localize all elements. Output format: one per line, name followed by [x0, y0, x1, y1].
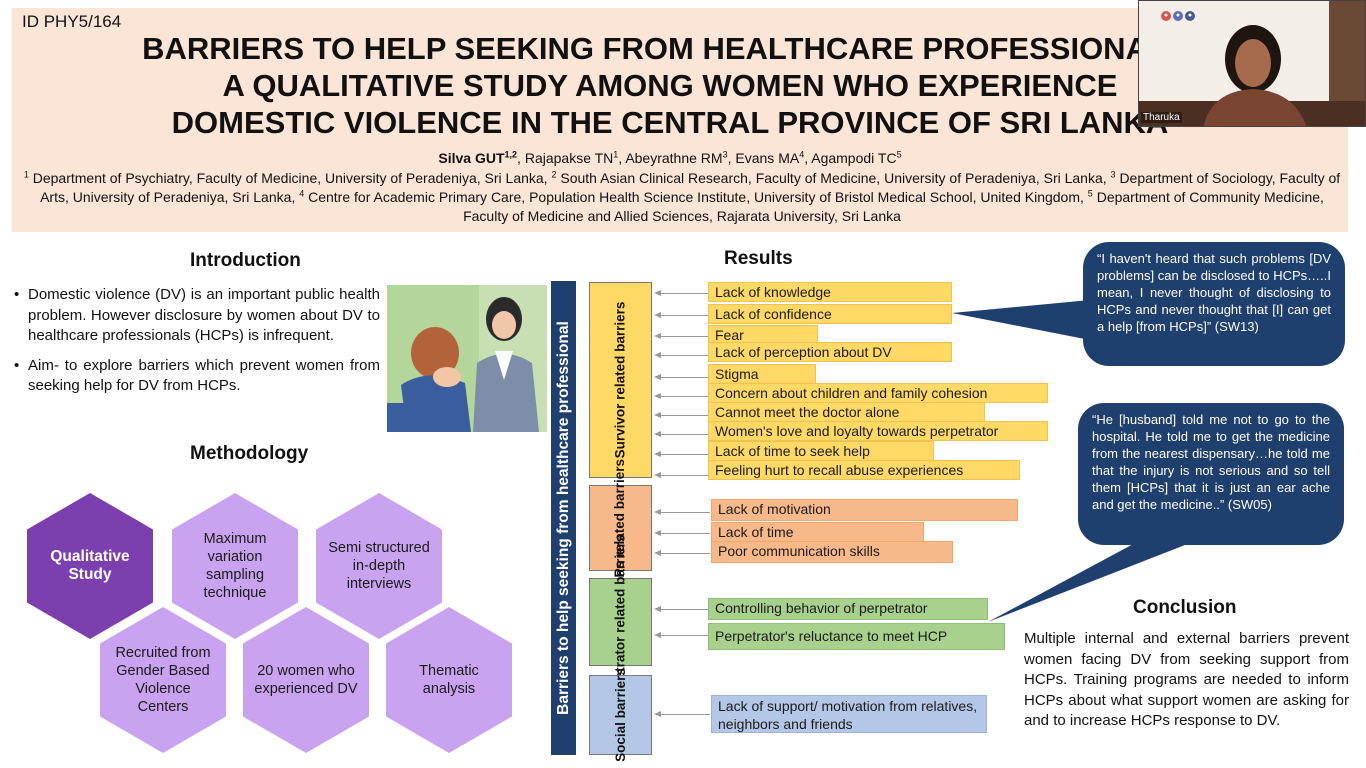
conclusion-heading: Conclusion: [1133, 597, 1237, 618]
barrier-item: Lack of motivation: [711, 499, 1018, 521]
barrier-item: Feeling hurt to recall abuse experiences: [708, 460, 1020, 480]
intro-bullet: Domestic violence (DV) is an important p…: [14, 285, 380, 347]
arrow: [654, 333, 708, 339]
consoling-women-illustration: [387, 285, 547, 432]
affiliations: 1 Department of Psychiatry, Faculty of M…: [23, 169, 1341, 224]
results-heading: Results: [724, 248, 793, 269]
barrier-item: Lack of confidence: [708, 304, 952, 324]
arrow: [654, 632, 708, 638]
barrier-item: Controlling behavior of perpetrator: [708, 598, 988, 620]
title-line-2: A QUALITATIVE STUDY AMONG WOMEN WHO EXPE…: [222, 68, 1118, 103]
poster-id: ID PHY5/164: [22, 12, 122, 31]
arrow: [654, 374, 708, 380]
video-status-icons: ● ● ●: [1161, 11, 1195, 21]
barrier-item: Perpetrator's reluctance to meet HCP: [708, 623, 1005, 650]
methodology-heading: Methodology: [190, 443, 309, 464]
arrow: [654, 550, 710, 556]
arrow: [654, 530, 710, 536]
introduction-list: Domestic violence (DV) is an important p…: [14, 285, 380, 406]
barrier-item: Lack of time to seek help: [708, 441, 934, 461]
arrow: [654, 711, 710, 717]
quote-bubble-sw13: “I haven't heard that such problems [DV …: [1083, 242, 1345, 366]
barrier-item: Lack of time: [711, 522, 924, 542]
category-survivor: Survivor related barriers: [589, 282, 652, 478]
participant-video-tile[interactable]: ● ● ● Tharuka: [1138, 0, 1366, 127]
intro-bullet: Aim- to explore barriers which prevent w…: [14, 356, 380, 397]
category-perpetrator: Perpetrator related barriers: [589, 535, 652, 709]
arrow: [654, 290, 708, 296]
arrow: [654, 352, 708, 358]
category-social: Social barriers: [589, 668, 652, 762]
author: Agampodi TC: [811, 150, 897, 166]
barrier-item: Poor communication skills: [711, 541, 953, 563]
lead-author: Silva GUT: [438, 150, 505, 166]
participant-name: Tharuka: [1141, 112, 1182, 123]
arrow: [654, 451, 708, 457]
arrow: [654, 412, 708, 418]
barrier-item: Lack of knowledge: [708, 282, 952, 302]
author: Rajapakse TN: [524, 150, 614, 166]
conclusion-text: Multiple internal and external barriers …: [1024, 630, 1349, 729]
title-line-3: DOMESTIC VIOLENCE IN THE CENTRAL PROVINC…: [171, 105, 1169, 140]
poster-header: [12, 8, 1348, 232]
barrier-item: Concern about children and family cohesi…: [708, 383, 1048, 403]
barrier-item: Women's love and loyalty towards perpetr…: [708, 421, 1048, 441]
mic-off-icon: ●: [1161, 11, 1171, 21]
barrier-item: Stigma: [708, 364, 816, 384]
arrow: [654, 472, 708, 478]
arrow: [654, 509, 710, 515]
category-hcp: HCPs related barriers: [589, 459, 652, 597]
quote-bubble-sw05: “He [husband] told me not to go to the h…: [1078, 403, 1344, 545]
barriers-main-label: Barriers to help seeking from healthcare…: [551, 281, 576, 755]
arrow: [654, 312, 708, 318]
arrow: [654, 606, 708, 612]
arrow: [654, 393, 708, 399]
poster-title: BARRIERS TO HELP SEEKING FROM HEALTHCARE…: [40, 30, 1300, 141]
title-line-1: BARRIERS TO HELP SEEKING FROM HEALTHCARE…: [142, 31, 1198, 66]
barrier-item: Lack of perception about DV: [708, 342, 952, 362]
shield-icon: ●: [1185, 11, 1195, 21]
camera-icon: ●: [1173, 11, 1183, 21]
author: Abeyrathne RM: [625, 150, 723, 166]
author: Evans MA: [735, 150, 800, 166]
authors-line: Silva GUT1,2, Rajapakse TN1, Abeyrathne …: [438, 149, 902, 166]
arrow: [654, 431, 708, 437]
barrier-item: Lack of support/ motivation from relativ…: [711, 695, 987, 733]
barrier-item: Cannot meet the doctor alone: [708, 402, 985, 422]
introduction-heading: Introduction: [190, 250, 301, 271]
